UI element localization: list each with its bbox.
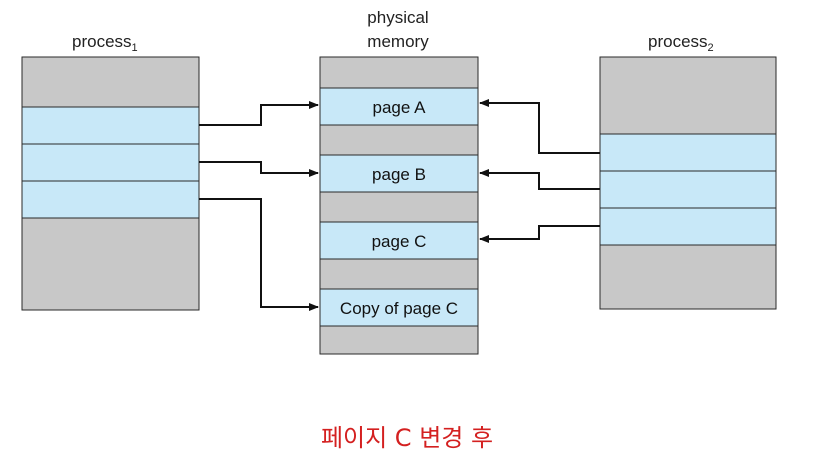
process1-page-a <box>21 106 200 145</box>
process1-arrows <box>199 101 319 311</box>
memory-page-c <box>319 221 479 260</box>
arrow-p2-to-page-a <box>479 99 600 154</box>
process1-page-b <box>21 143 200 182</box>
process1-block <box>21 56 200 311</box>
memory-label-line2: memory <box>367 32 429 51</box>
copy-page-c-label: Copy of page C <box>340 299 458 318</box>
process2-page-b <box>599 170 777 209</box>
arrow-p2-to-page-b <box>479 169 600 190</box>
caption: 페이지 C 변경 후 <box>320 424 494 452</box>
process2-arrows <box>479 99 600 243</box>
page-b-label: page B <box>372 165 426 184</box>
process2-label: process2 <box>648 32 714 54</box>
process2-page-a <box>599 133 777 172</box>
arrow-p1-to-page-a <box>199 101 319 126</box>
arrow-p2-to-page-c <box>479 225 600 243</box>
process1-label: process1 <box>72 32 138 54</box>
arrow-p1-to-copy-c <box>199 198 319 311</box>
memory-copy-page-c <box>319 288 479 327</box>
physical-memory-block <box>319 56 479 355</box>
memory-page-b <box>319 154 479 193</box>
process2-page-c <box>599 207 777 246</box>
page-c-label: page C <box>372 232 427 251</box>
page-a-label: page A <box>373 98 427 117</box>
memory-page-a <box>319 87 479 126</box>
arrow-p1-to-page-b <box>199 161 319 177</box>
process1-page-c <box>21 180 200 219</box>
process2-block <box>599 56 777 310</box>
memory-label-line1: physical <box>367 8 428 27</box>
